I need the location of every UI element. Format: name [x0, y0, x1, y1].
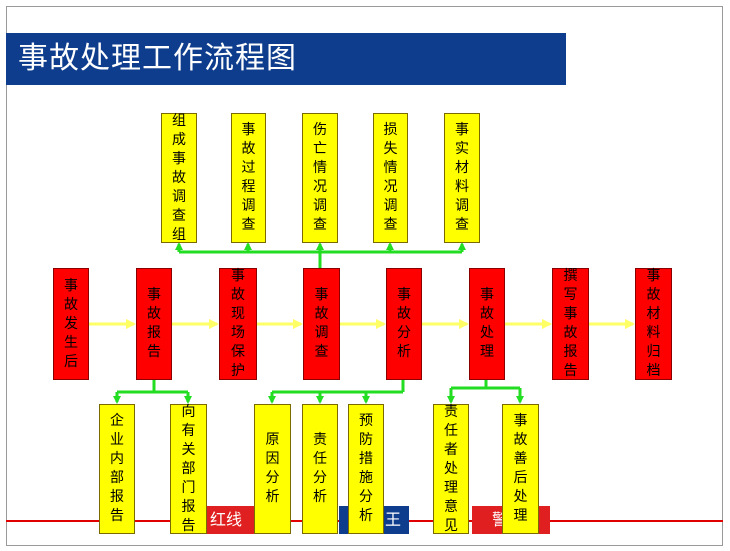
main-step-investigation: 事故调查	[303, 268, 340, 380]
main-step-write-report: 撰写事故报告	[552, 268, 589, 380]
main-step-handling: 事故处理	[469, 268, 505, 380]
top-connectors	[175, 242, 466, 268]
top-box-casualty-investigation: 伤亡情况调查	[302, 113, 338, 243]
bottom-box-authority-report: 向有关部门报告	[170, 404, 207, 534]
main-step-occurrence: 事故发生后	[53, 268, 89, 380]
top-box-fact-investigation: 事实材料调查	[444, 113, 480, 243]
bottom-box-aftermath-handling: 事故善后处理	[502, 404, 539, 534]
handling-connectors	[447, 380, 524, 404]
top-box-loss-investigation: 损失情况调查	[373, 113, 408, 243]
bottom-box-internal-report: 企业内部报告	[99, 404, 135, 534]
main-step-report: 事故报告	[136, 268, 172, 380]
title-banner: 事故处理工作流程图	[6, 33, 566, 85]
top-box-process-investigation: 事故过程调查	[231, 113, 266, 243]
bottom-box-cause-analysis: 原因分析	[254, 404, 291, 534]
bottom-box-responsibility-analysis: 责任分析	[302, 404, 338, 534]
top-box-investigation-team: 组成事故调查组	[161, 113, 197, 243]
analysis-connectors	[268, 380, 405, 404]
bottom-box-prevention-analysis: 预防措施分析	[348, 404, 384, 534]
page-title: 事故处理工作流程图	[18, 41, 297, 76]
bottom-box-responsible-handling: 责任者处理意见	[433, 404, 469, 534]
report-connectors	[113, 380, 192, 404]
main-step-scene-protection: 事故现场保护	[219, 268, 257, 380]
main-step-archive: 事故材料归档	[635, 268, 672, 380]
main-step-analysis: 事故分析	[386, 268, 422, 380]
slide-frame	[6, 6, 723, 546]
